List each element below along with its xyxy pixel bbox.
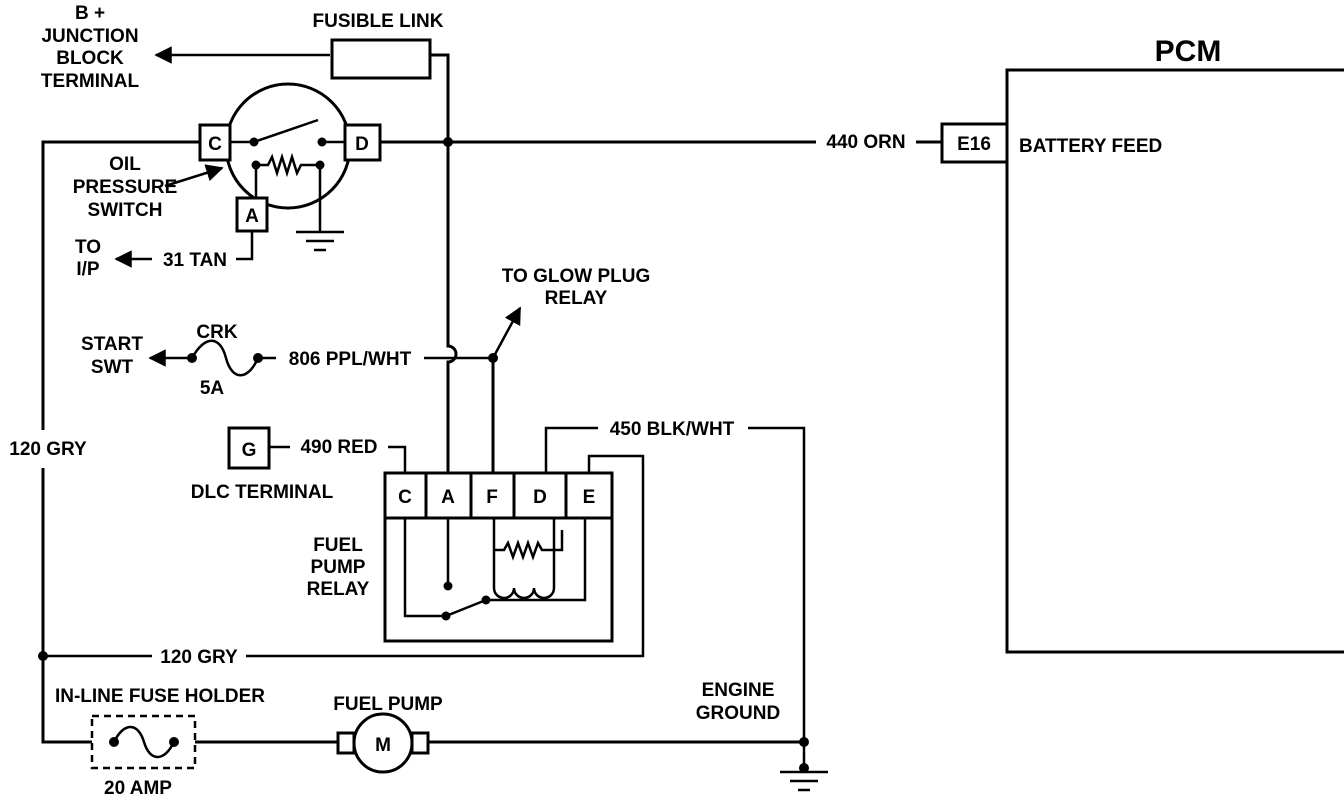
fuel-pump-motor: FUEL PUMP M [333,694,443,774]
relay-pump-label: PUMP [311,557,366,578]
relay-pin-e-label: E [583,487,596,508]
wire-490-label: 490 RED [300,437,377,458]
pressure-label: PRESSURE [73,177,178,198]
dlc-pin-label: G [242,440,257,461]
oil-switch-pin-d-label: D [355,134,369,155]
block-label: BLOCK [56,48,124,69]
fuse-amp-label: 20 AMP [104,778,172,799]
glow-plug-relay-lead: TO GLOW PLUG RELAY [491,266,650,359]
oil-switch-pin-a-label: A [245,206,259,227]
wire-450-label: 450 BLK/WHT [610,419,735,440]
b-plus-label: B + [75,3,105,24]
wire-31-label: 31 TAN [163,250,227,271]
dlc-terminal: G DLC TERMINAL 490 RED [191,426,407,503]
terminal-label: TERMINAL [41,71,140,92]
wire-120-left-upper [41,140,200,430]
wire-31-tan: 31 TAN TO I/P [75,231,254,280]
wire-120-left-label: 120 GRY [9,439,87,460]
wire-120-bottom-label: 120 GRY [160,647,238,668]
oil-label: OIL [109,154,141,175]
inline-fuse-holder: IN-LINE FUSE HOLDER 20 AMP [55,686,265,799]
relay-pin-d [512,471,568,520]
relay-relay-label: RELAY [307,579,370,600]
glow-relay-label: RELAY [545,288,608,309]
dlc-terminal-label: DLC TERMINAL [191,482,334,503]
pcm-title: PCM [1155,35,1222,68]
relay-pin-f [469,471,516,520]
wire-feed-to-relay-a [446,142,458,473]
oil-pressure-switch: C D A OIL PRESSURE SWITCH [73,82,382,252]
wire-120-bottom-right [246,454,645,658]
relay-pin-c-label: C [398,487,412,508]
relay-fuel-label: FUEL [313,535,363,556]
wire-440-label: 440 ORN [826,132,905,153]
fusible-link: FUSIBLE LINK [313,11,450,142]
relay-pin-f-label: F [486,487,498,508]
fusible-link-box [330,38,432,80]
to-label: TO [75,237,101,258]
engine-ground: ENGINE GROUND [696,680,828,792]
motor-label: M [375,735,391,756]
wire-120-left-lower [41,468,92,744]
ground-label: GROUND [696,703,780,724]
crk-label: CRK [196,322,237,343]
crk-amp-label: 5A [200,378,225,399]
oil-switch-pin-c-label: C [208,134,222,155]
junction-label: JUNCTION [41,26,138,47]
start-switch-circuit: START SWT CRK 5A 806 PPL/WHT [81,322,498,473]
glow-plug-label: TO GLOW PLUG [502,266,650,287]
fusible-link-label: FUSIBLE LINK [313,11,444,32]
pcm-module: PCM E16 BATTERY FEED [940,35,1344,654]
relay-pin-e [564,471,614,520]
battery-feed-label: BATTERY FEED [1019,136,1162,157]
wire-450-blk-wht: 450 BLK/WHT [544,419,806,742]
b-plus-junction: B + JUNCTION BLOCK TERMINAL [41,3,330,92]
pcm-pin-label: E16 [957,134,991,155]
relay-pin-a-label: A [441,487,455,508]
ip-label: I/P [76,259,100,280]
fuel-pump-relay: C A F D E FUEL PUMP RELAY [307,471,614,643]
wire-806-label: 806 PPL/WHT [289,349,412,370]
switch-label: SWITCH [88,200,163,221]
engine-label: ENGINE [702,680,775,701]
swt-label: SWT [91,357,134,378]
relay-pin-d-label: D [533,487,547,508]
start-label: START [81,334,143,355]
fuel-pump-label: FUEL PUMP [333,694,443,715]
fuse-holder-label: IN-LINE FUSE HOLDER [55,686,265,707]
